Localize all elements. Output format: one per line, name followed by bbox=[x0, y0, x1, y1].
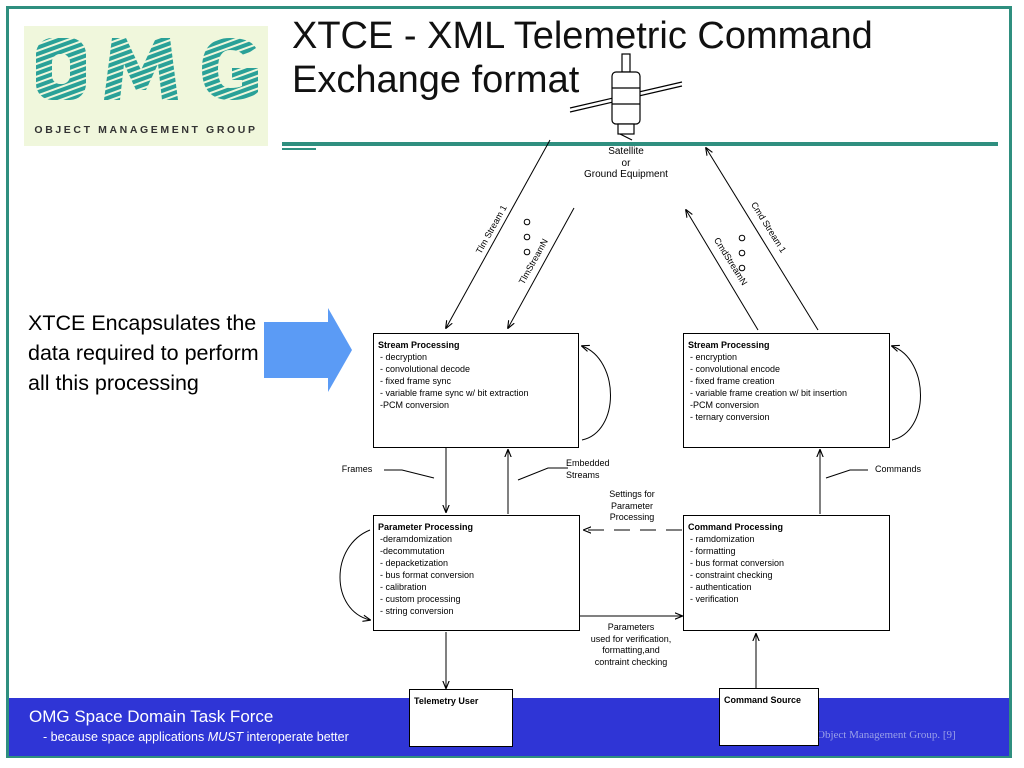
slide-title: XTCE - XML Telemetric Command Exchange f… bbox=[292, 14, 992, 102]
omg-logo: OBJECT MANAGEMENT GROUP bbox=[24, 26, 268, 146]
embedded-streams-label: Embedded Streams bbox=[566, 458, 626, 481]
footer-title: OMG Space Domain Task Force bbox=[29, 707, 274, 726]
command-source-box: Command Source bbox=[719, 688, 819, 746]
stream-right-item: - variable frame creation w/ bit inserti… bbox=[690, 388, 848, 398]
embedded-label-line-1: Embedded bbox=[566, 458, 610, 468]
satellite-label-line-3: Ground Equipment bbox=[584, 169, 668, 180]
stream-left-loop-arrow bbox=[582, 346, 611, 441]
settings-label-line-3: Processing bbox=[609, 512, 655, 522]
command-item: - bus format conversion bbox=[690, 558, 785, 568]
slide-frame bbox=[6, 6, 1012, 758]
param-item: - calibration bbox=[380, 582, 427, 592]
blue-arrow-icon bbox=[264, 308, 352, 392]
settings-label: Settings for Parameter Processing bbox=[592, 489, 672, 524]
more-streams-dots-right bbox=[738, 234, 746, 272]
command-source-title: Command Source bbox=[724, 695, 802, 705]
encapsulation-text: XTCE Encapsulates the data required to p… bbox=[28, 311, 259, 395]
frames-label: Frames bbox=[341, 464, 373, 474]
parameters-label-line-2: used for verification, bbox=[590, 633, 672, 644]
stream-processing-left-box: Stream Processing - decryption - convolu… bbox=[373, 333, 579, 448]
stream-right-item: - fixed frame creation bbox=[690, 376, 775, 386]
stream-processing-right-box: Stream Processing - encryption - convolu… bbox=[683, 333, 890, 448]
parameter-processing-box: Parameter Processing -deramdomization -d… bbox=[373, 515, 580, 631]
param-loop-arrow bbox=[339, 529, 370, 620]
cmd-stream-1-arrow bbox=[706, 148, 819, 331]
logo-letter-o bbox=[36, 38, 86, 100]
title-line-1: XTCE - XML Telemetric Command bbox=[292, 15, 873, 57]
parameters-label-line-1: Parameters bbox=[607, 622, 655, 632]
telemetry-user-box: Telemetry User bbox=[409, 689, 513, 747]
stream-right-item: - convolutional encode bbox=[690, 364, 781, 374]
footer-copyright: Object Management Group. [9] bbox=[817, 729, 956, 741]
settings-label-line-1: Settings for bbox=[609, 489, 655, 499]
title-underline-accent bbox=[282, 148, 316, 150]
satellite-label-line-2: or bbox=[621, 157, 631, 169]
satellite-icon bbox=[569, 53, 683, 141]
param-item: - custom processing bbox=[380, 594, 461, 604]
footer-subtitle: - because space applications MUST intero… bbox=[43, 730, 349, 744]
stream-left-item: -PCM conversion bbox=[380, 400, 450, 410]
param-item: -decommutation bbox=[380, 546, 445, 556]
stream-processing-left-title: Stream Processing bbox=[378, 340, 460, 350]
parameters-label-line-4: contraint checking bbox=[594, 656, 668, 667]
footer-sub-after: interoperate better bbox=[243, 730, 349, 744]
command-item: - authentication bbox=[690, 582, 752, 592]
tlm-stream-1-arrow bbox=[446, 139, 551, 328]
telemetry-user-title: Telemetry User bbox=[414, 696, 479, 706]
command-item: - constraint checking bbox=[690, 570, 773, 580]
satellite-label-line-1: Satellite bbox=[608, 146, 644, 157]
param-item: - depacketization bbox=[380, 558, 449, 568]
logo-letter-m bbox=[104, 38, 178, 100]
command-item: - ramdomization bbox=[690, 534, 755, 544]
stream-left-item: - fixed frame sync bbox=[380, 376, 452, 386]
frames-leader bbox=[384, 469, 435, 479]
parameters-label: Parameters used for verification, format… bbox=[576, 622, 686, 668]
stream-right-item: -PCM conversion bbox=[690, 400, 760, 410]
stream-processing-right-title: Stream Processing bbox=[688, 340, 770, 350]
stream-right-loop-arrow bbox=[892, 346, 921, 441]
logo-subtitle: OBJECT MANAGEMENT GROUP bbox=[34, 124, 258, 136]
stream-left-item: - decryption bbox=[380, 352, 428, 362]
command-processing-box: Command Processing - ramdomization - for… bbox=[683, 515, 890, 631]
param-item: -deramdomization bbox=[380, 534, 453, 544]
cmd-stream-n-arrow bbox=[686, 210, 759, 331]
more-streams-dots-left bbox=[523, 218, 531, 256]
stream-left-item: - convolutional decode bbox=[380, 364, 471, 374]
footer-sub-before: - because space applications bbox=[43, 730, 208, 744]
settings-label-line-2: Parameter bbox=[610, 500, 654, 511]
param-item: - string conversion bbox=[380, 606, 454, 616]
tlm-stream-n-arrow bbox=[508, 207, 575, 328]
title-underline bbox=[282, 142, 998, 146]
command-item: - formatting bbox=[690, 546, 736, 556]
logo-letter-g bbox=[202, 38, 258, 100]
title-line-2: Exchange format bbox=[292, 59, 580, 101]
embedded-leader bbox=[517, 467, 568, 481]
command-processing-title: Command Processing bbox=[688, 522, 784, 532]
stream-left-item: - variable frame sync w/ bit extraction bbox=[380, 388, 529, 398]
parameters-label-line-3: formatting,and bbox=[602, 645, 660, 655]
parameter-processing-title: Parameter Processing bbox=[378, 522, 474, 532]
footer-sub-emphasis: MUST bbox=[207, 730, 244, 744]
param-item: - bus format conversion bbox=[380, 570, 475, 580]
embedded-label-line-2: Streams bbox=[566, 469, 600, 480]
stream-right-item: - encryption bbox=[690, 352, 738, 362]
stream-right-item: - ternary conversion bbox=[690, 412, 770, 422]
satellite-label: Satellite or Ground Equipment bbox=[566, 146, 686, 181]
command-item: - verification bbox=[690, 594, 739, 604]
commands-leader bbox=[825, 469, 868, 479]
commands-label: Commands bbox=[874, 464, 921, 474]
